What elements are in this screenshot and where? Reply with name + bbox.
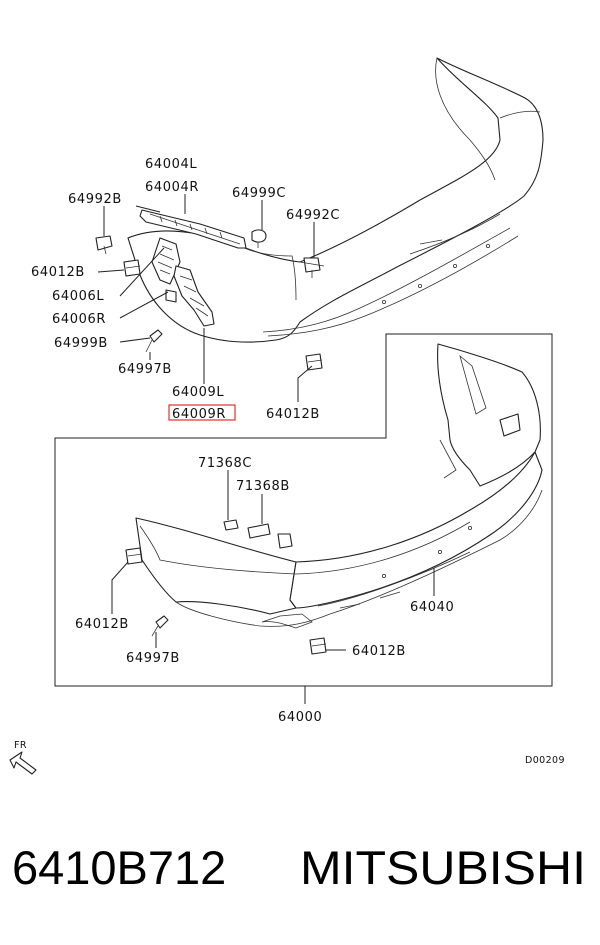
part-number: 6410B712 [12, 841, 226, 894]
callout-labels: 64004L 64004R 64992B 64999C 64992C 64012… [31, 157, 454, 725]
clip-64012B-upper-mid [305, 353, 323, 371]
front-direction-marker: FR [9, 740, 37, 775]
label-64006L: 64006L [52, 289, 104, 304]
label-64012B-lower-left: 64012B [75, 617, 129, 632]
side-bracket [151, 237, 181, 285]
pin-64997B-upper [145, 329, 163, 353]
label-64012B-lower-right: 64012B [352, 644, 406, 659]
fastener-64992C [299, 257, 325, 278]
label-64012B-upper-left: 64012B [31, 265, 85, 280]
clip-64012B-upper-left [123, 259, 141, 277]
front-marker-label: FR [14, 740, 27, 751]
label-64040: 64040 [410, 600, 454, 615]
label-64004L: 64004L [145, 157, 197, 172]
label-64992C: 64992C [286, 208, 340, 223]
clip-64012B-lower-right [309, 637, 327, 655]
front-arrow-icon [9, 751, 37, 775]
label-64992B: 64992B [68, 192, 122, 207]
label-64997B-upper: 64997B [118, 362, 172, 377]
fastener-64992B [95, 235, 113, 255]
clip-64012B-lower-left [125, 547, 143, 565]
bumper-cover [135, 343, 543, 629]
label-64009L: 64009L [172, 385, 224, 400]
retainer-strip [139, 209, 247, 249]
label-71368B: 71368B [236, 479, 290, 494]
label-64012B-upper-mid: 64012B [266, 407, 320, 422]
label-64006R: 64006R [52, 312, 106, 327]
diagram-code: D00209 [525, 755, 565, 766]
label-71368C: 71368C [198, 456, 252, 471]
label-64004R: 64004R [145, 180, 199, 195]
upper-leader-lines [97, 194, 315, 402]
pin-64997B-lower [151, 615, 169, 637]
lower-leader-lines [111, 470, 435, 704]
label-64000: 64000 [278, 710, 322, 725]
fastener-64999C [251, 229, 267, 248]
brand-name: MITSUBISHI [300, 841, 586, 894]
highlight-box-64009R [168, 404, 236, 421]
bumper-cover-box [54, 333, 553, 687]
label-64999B: 64999B [54, 336, 108, 351]
bumper-bracket [165, 265, 215, 327]
label-64997B-lower: 64997B [126, 651, 180, 666]
label-64999C: 64999C [232, 186, 286, 201]
label-64009R: 64009R [172, 407, 226, 422]
